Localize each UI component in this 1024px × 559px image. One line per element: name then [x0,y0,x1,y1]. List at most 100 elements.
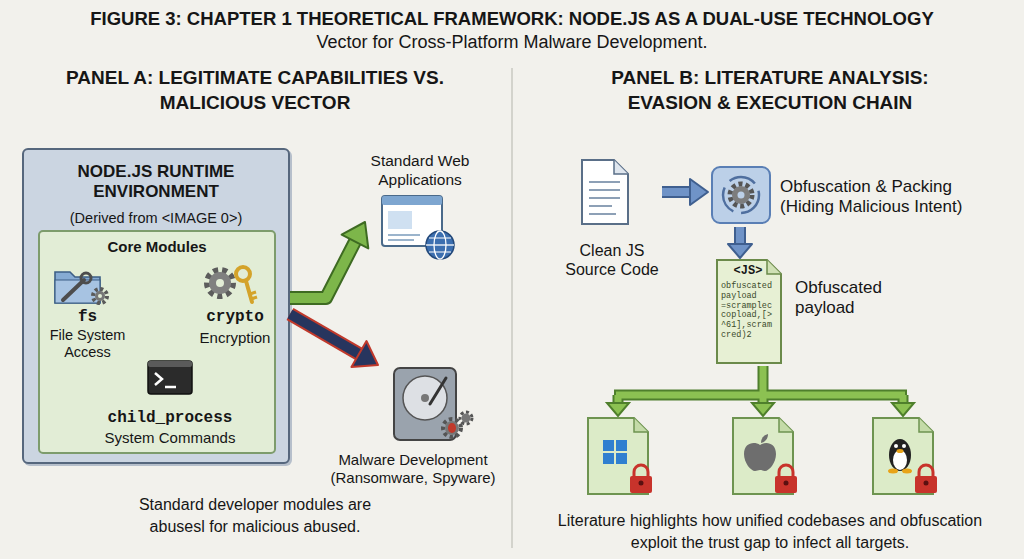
hard-drive-icon-part [403,376,447,420]
branch-arrows-part [892,403,914,416]
panel-caption: Literature highlights how unified codeba… [555,510,985,553]
arrow-shaft [290,314,363,356]
target-use-node: Malware Development (Ransomware, Spyware… [318,365,508,490]
branch-arrows-part [752,403,774,416]
node-label: Standard Web Applications [365,152,475,189]
linux-target-icon-part [902,469,912,474]
node-label: Obfuscation & Packing (Hiding Malicious … [780,177,990,218]
linux-target-icon-part [894,444,898,448]
panel-divider [511,68,513,548]
browser-icon-part [429,252,451,253]
module-item: child_processSystem Commands [95,409,245,451]
browser-icon-part [382,196,442,246]
browser-icon-part [434,231,446,259]
gear-box-icon-part [712,167,770,223]
flow-arrow [290,222,368,298]
arrow-shaft [662,188,694,196]
hard-drive-icon-part [448,423,456,433]
linux-target-icon-part [897,449,904,453]
browser-icon-part [388,211,412,229]
hard-drive-icon [394,368,472,440]
document-icon-part [589,181,620,183]
arrow-head [351,341,378,367]
linux-target-icon-part [924,481,929,486]
apple-target-icon-part [779,465,793,477]
apple-target-icon-part [761,434,768,443]
browser-icon-part [429,238,451,239]
obfuscated-code: obfuscated payload =scramplec copload,[>… [721,282,779,341]
windows-target-icon-part [634,465,648,477]
panel-caption: Standard developer modules are abusesl f… [125,494,385,537]
panel-heading: PANEL A: LEGITIMATE CAPABILITIES VS. MAL… [65,66,445,115]
node-label: Malware Development (Ransomware, Spyware… [318,451,508,487]
browser-icon [382,196,454,259]
module-description: System Commands [95,429,245,447]
module-item: fsFile System Access [40,308,135,364]
hard-drive-icon-part [462,414,471,423]
linux-target-icon-part [919,465,933,477]
linux-target-icon-part [893,450,907,470]
flow-arrow [290,314,378,367]
module-name: child_process [95,409,245,428]
branch-arrows-part [607,403,629,416]
document-icon [582,160,628,224]
windows-target-icon-part [639,481,644,486]
windows-target-icon [588,418,652,494]
arrow-head [728,244,752,258]
linux-target-icon-part [889,439,911,471]
file-tag: <JS> [715,264,781,278]
branch-arrows-part [614,366,907,404]
windows-target-icon-part [616,440,627,451]
linux-target-icon-part [919,418,933,432]
figure-title: FIGURE 3: CHAPTER 1 THEORETICAL FRAMEWOR… [0,8,1024,30]
windows-target-icon-part [630,476,652,493]
runtime-environment-box: NODE.JS RUNTIME ENVIRONMENT(Derived from… [22,148,290,464]
file-corner [767,260,781,274]
apple-target-icon-part [784,481,789,486]
hard-drive-icon-part [430,378,446,404]
module-description: File System Access [40,327,135,362]
target-use-node: Standard Web Applications [365,152,475,264]
figure-subtitle: Vector for Cross-Platform Malware Develo… [0,32,1024,54]
arrow-shaft [290,238,357,298]
gear-box-icon-part [730,184,752,206]
document-icon-part [589,205,612,207]
linux-target-icon [873,418,937,494]
core-modules-box: Core ModulesfsFile System AccesscryptoEn… [38,230,276,454]
apple-target-icon [733,418,797,494]
apple-target-icon-part [733,418,793,494]
hard-drive-icon-part [421,394,429,402]
source-file-node: Clean JS Source Code [562,155,662,285]
apple-target-icon-part [744,443,776,471]
box-subheading: (Derived from <IMAGE 0>) [24,210,288,227]
module-item: cryptoEncryption [185,308,285,352]
windows-target-icon-part [616,453,627,464]
arrow-head [690,179,708,205]
arrow-shaft [736,227,744,247]
browser-icon-part [388,239,414,241]
hard-drive-icon-part [445,421,459,435]
process-node: Obfuscation & Packing (Hiding Malicious … [708,165,1008,227]
windows-target-icon-part [603,453,614,464]
linux-target-icon-part [873,418,933,494]
apple-target-icon-part [779,418,793,432]
node-label: Obfuscated payload [795,278,905,319]
windows-target-icon-part [588,418,648,494]
document-icon-part [589,189,620,191]
linux-target-icon-part [915,476,937,493]
arrow-head [342,222,369,248]
linux-target-icon-part [888,469,898,474]
module-description: Encryption [185,329,285,347]
windows-target-icon-part [634,418,648,432]
module-name: fs [40,308,135,327]
arrow-outline [290,238,357,298]
module-name: crypto [185,308,285,327]
gear-box-icon-part [738,192,745,199]
browser-icon-part [388,234,420,236]
gear-box-icon-part [723,177,759,213]
apple-target-icon-part [775,476,797,493]
arrow-outline [662,186,694,198]
gear-box-icon [712,167,770,223]
hard-drive-icon-part [394,368,456,440]
